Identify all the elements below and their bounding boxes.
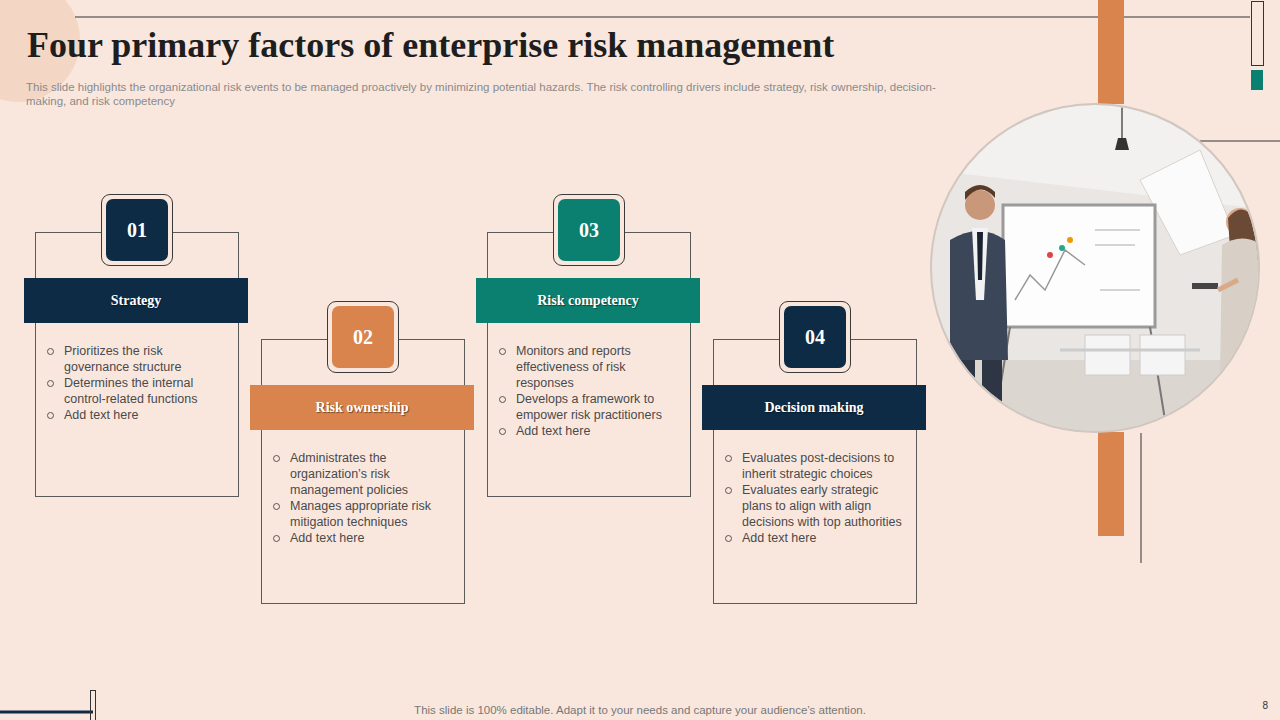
- bullet-ring: [499, 396, 506, 403]
- bullet-ring: [273, 503, 280, 510]
- slide-caption: This slide highlights the organizational…: [26, 80, 941, 108]
- bullet-text: Evaluates early strategic plans to align…: [742, 483, 902, 529]
- heading-band: Risk competency: [476, 278, 700, 323]
- bullet-item: Manages appropriate risk mitigation tech…: [270, 498, 450, 530]
- heading-band: Decision making: [702, 385, 926, 430]
- slide-title: Four primary factors of enterprise risk …: [27, 24, 834, 66]
- badge-fill: 02: [332, 306, 394, 368]
- bullet-text: Add text here: [742, 531, 816, 545]
- bullet-item: Add text here: [722, 530, 902, 546]
- heading-text: Risk ownership: [316, 400, 409, 416]
- bullet-item: Add text here: [496, 423, 676, 439]
- bullet-ring: [499, 348, 506, 355]
- number-badge: 02: [327, 301, 399, 373]
- corner-frame: [1252, 2, 1264, 66]
- bullet-list: Evaluates post-decisions to inherit stra…: [722, 450, 902, 546]
- side-rule: [1200, 141, 1280, 142]
- bullet-text: Monitors and reports effectiveness of ri…: [516, 344, 631, 390]
- bullet-ring: [725, 455, 732, 462]
- bullet-text: Prioritizes the risk governance structur…: [64, 344, 181, 374]
- bullet-text: Manages appropriate risk mitigation tech…: [290, 499, 431, 529]
- callout-number: 03: [579, 219, 599, 242]
- bullet-ring: [47, 380, 54, 387]
- side-rule: [1141, 433, 1142, 563]
- top-rule: [75, 17, 1250, 18]
- factor-card: Prioritizes the risk governance structur…: [35, 232, 239, 497]
- number-badge: 04: [779, 301, 851, 373]
- bottom-rule: [0, 711, 93, 714]
- bullet-item: Develops a framework to empower risk pra…: [496, 391, 676, 423]
- badge-fill: 04: [784, 306, 846, 368]
- bullet-text: Administrates the organization’s risk ma…: [290, 451, 408, 497]
- heading-text: Risk competency: [537, 293, 639, 309]
- bullet-item: Evaluates post-decisions to inherit stra…: [722, 450, 902, 482]
- badge-fill: 01: [106, 199, 168, 261]
- bullet-text: Determines the internal control-related …: [64, 376, 197, 406]
- bullet-ring: [725, 535, 732, 542]
- bullet-item: Evaluates early strategic plans to align…: [722, 482, 902, 530]
- orange-bar: [1098, 0, 1124, 104]
- teal-block: [1251, 70, 1263, 90]
- callout-number: 04: [805, 326, 825, 349]
- bullet-list: Monitors and reports effectiveness of ri…: [496, 343, 676, 439]
- callout-number: 02: [353, 326, 373, 349]
- callout-number: 01: [127, 219, 147, 242]
- bullet-text: Add text here: [64, 408, 138, 422]
- office-photo: [920, 100, 1270, 440]
- footer-note: This slide is 100% editable. Adapt it to…: [290, 704, 990, 716]
- bullet-ring: [47, 348, 54, 355]
- bullet-item: Add text here: [44, 407, 224, 423]
- page-number: 8: [1248, 700, 1268, 711]
- orange-bar: [1098, 432, 1124, 536]
- bullet-text: Evaluates post-decisions to inherit stra…: [742, 451, 894, 481]
- bullet-item: Add text here: [270, 530, 450, 546]
- factor-card: Evaluates post-decisions to inherit stra…: [713, 339, 917, 604]
- heading-band: Strategy: [24, 278, 248, 323]
- heading-text: Strategy: [111, 293, 162, 309]
- factor-card: Monitors and reports effectiveness of ri…: [487, 232, 691, 497]
- bullet-item: Determines the internal control-related …: [44, 375, 224, 407]
- bullet-list: Administrates the organization’s risk ma…: [270, 450, 450, 546]
- heading-band: Risk ownership: [250, 385, 474, 430]
- number-badge: 03: [553, 194, 625, 266]
- bullet-ring: [273, 455, 280, 462]
- factor-card: Administrates the organization’s risk ma…: [261, 339, 465, 604]
- number-badge: 01: [101, 194, 173, 266]
- bullet-ring: [725, 487, 732, 494]
- bullet-list: Prioritizes the risk governance structur…: [44, 343, 224, 423]
- bottom-frame: [91, 691, 96, 720]
- heading-text: Decision making: [764, 400, 863, 416]
- bullet-item: Administrates the organization’s risk ma…: [270, 450, 450, 498]
- bullet-item: Monitors and reports effectiveness of ri…: [496, 343, 676, 391]
- bullet-item: Prioritizes the risk governance structur…: [44, 343, 224, 375]
- bullet-ring: [273, 535, 280, 542]
- bullet-text: Develops a framework to empower risk pra…: [516, 392, 662, 422]
- bullet-ring: [47, 412, 54, 419]
- badge-fill: 03: [558, 199, 620, 261]
- bullet-text: Add text here: [290, 531, 364, 545]
- bullet-text: Add text here: [516, 424, 590, 438]
- bullet-ring: [499, 428, 506, 435]
